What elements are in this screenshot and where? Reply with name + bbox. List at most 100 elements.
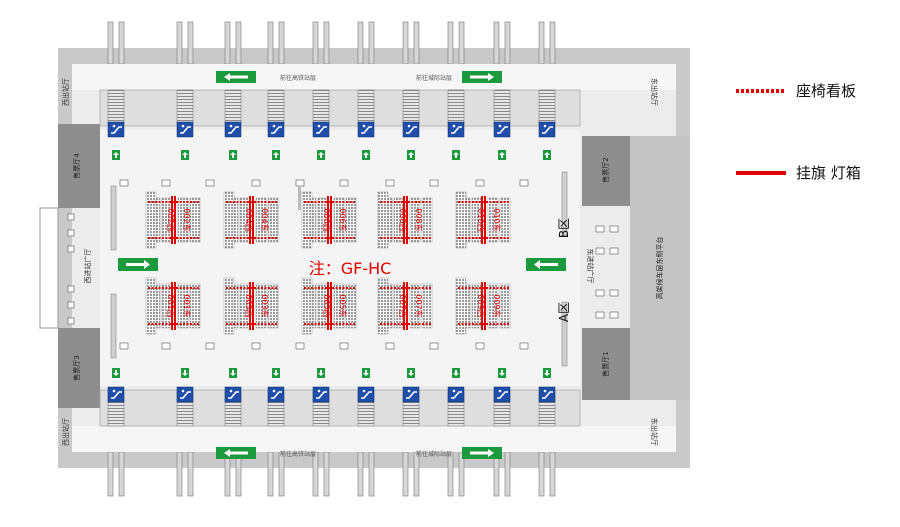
gate-strut: [187, 451, 194, 497]
escalator-icon: [107, 121, 125, 138]
escalator-icon-person: [498, 389, 502, 393]
arrow-glyph: [113, 370, 119, 376]
gate-strut: [235, 21, 242, 65]
solid-red-line-icon: [736, 170, 786, 175]
arrow-glyph: [453, 370, 459, 376]
seat-label: 010东: [492, 208, 502, 231]
escalator-icon: [107, 386, 125, 403]
west-marker: [67, 285, 75, 293]
arrow-up-icon: [229, 150, 237, 160]
escalator-icon-person: [362, 124, 366, 128]
exit-arrow-left-icon: [216, 71, 256, 83]
arrow-down-icon: [362, 368, 370, 378]
arrow-glyph: [113, 152, 119, 158]
stair-flight: [312, 89, 330, 125]
gate-strut: [504, 451, 511, 497]
arrow-down-icon: [229, 368, 237, 378]
escalator-icon: [538, 121, 556, 138]
legend-seat-board: 座椅看板: [736, 80, 856, 101]
gate-strut: [493, 21, 500, 65]
escalator-icon-person: [407, 124, 411, 128]
column-marker: [609, 289, 619, 297]
column-marker: [429, 342, 439, 350]
seat-rows: [409, 283, 421, 329]
seat-rows: [421, 283, 433, 329]
column-marker: [609, 225, 619, 233]
gate-strut: [224, 21, 231, 65]
stair-flight: [447, 89, 465, 125]
column-marker: [595, 311, 605, 319]
escalator-icon: [176, 121, 194, 138]
exit-arrow-right-icon: [118, 258, 158, 271]
seat-label: 005东: [338, 294, 348, 317]
escalator-icon-stairs: [361, 391, 372, 399]
escalator-icon: [267, 386, 285, 403]
seat-rows: [377, 277, 389, 335]
arrow-glyph: [544, 152, 550, 158]
arrow-down-icon: [407, 368, 415, 378]
seat-label: 001东: [182, 294, 192, 317]
arrow-glyph: [544, 370, 550, 376]
escalator-icon-stairs: [497, 391, 508, 399]
escalator-icon-person: [272, 389, 276, 393]
gate-strut: [504, 21, 511, 65]
east-plaza-label: 东进站广厅: [586, 249, 595, 284]
seat-label: 010西: [476, 208, 485, 231]
arrow-glyph: [273, 152, 279, 158]
escalator-icon: [267, 121, 285, 138]
gate-strut: [538, 451, 545, 497]
ticket-1-label: 售票厅1: [601, 351, 610, 376]
seat-label: 006西: [322, 208, 331, 231]
escalator-icon: [312, 121, 330, 138]
arrow-up-icon: [272, 150, 280, 160]
west-marker: [67, 245, 75, 253]
escalator-icon-person: [407, 389, 411, 393]
west-plaza-notch: [39, 207, 59, 329]
west-marker: [67, 317, 75, 325]
arrow-down-icon: [317, 368, 325, 378]
seat-label: 002东: [182, 208, 192, 231]
escalator-icon: [357, 386, 375, 403]
west-plaza-markers: [67, 213, 75, 325]
seat-label: 006东: [338, 208, 348, 231]
escalator-icon: [176, 386, 194, 403]
seat-rows: [255, 283, 267, 329]
escalator-icon-stairs: [361, 126, 372, 134]
gate-strut: [368, 451, 375, 497]
escalator-icon: [447, 121, 465, 138]
stair-flight: [357, 89, 375, 125]
west-barrier-bottom: [110, 293, 117, 359]
gate-strut: [118, 21, 125, 65]
escalator-icon: [493, 121, 511, 138]
arrow-up-icon: [181, 150, 189, 160]
gate-strut: [538, 21, 545, 65]
escalator-icon-stairs: [451, 391, 462, 399]
gate-strut: [549, 21, 556, 65]
gate-strut: [176, 451, 183, 497]
seat-block: 006西 006东: [301, 191, 357, 249]
west-marker: [67, 301, 75, 309]
east-platform: [630, 136, 690, 400]
seat-rows: [145, 191, 157, 249]
arrow-glyph: [363, 152, 369, 158]
column-marker: [161, 342, 171, 350]
column-marker: [161, 179, 171, 187]
exit-arrow-right-icon: [462, 447, 502, 459]
column-marker: [385, 342, 395, 350]
seat-label: 001西: [166, 294, 175, 317]
column-marker: [339, 342, 349, 350]
gate-strut: [413, 451, 420, 497]
column-marker: [595, 225, 605, 233]
escalator-icon-person: [543, 389, 547, 393]
escalator-icon-person: [362, 389, 366, 393]
column-marker: [295, 342, 305, 350]
column-marker: [519, 179, 529, 187]
escalator-icon: [357, 121, 375, 138]
note-label: 注：GF-HC: [309, 259, 392, 278]
gate-strut: [357, 21, 364, 65]
escalator-icon: [224, 121, 242, 138]
seat-label: 004东: [260, 208, 270, 231]
